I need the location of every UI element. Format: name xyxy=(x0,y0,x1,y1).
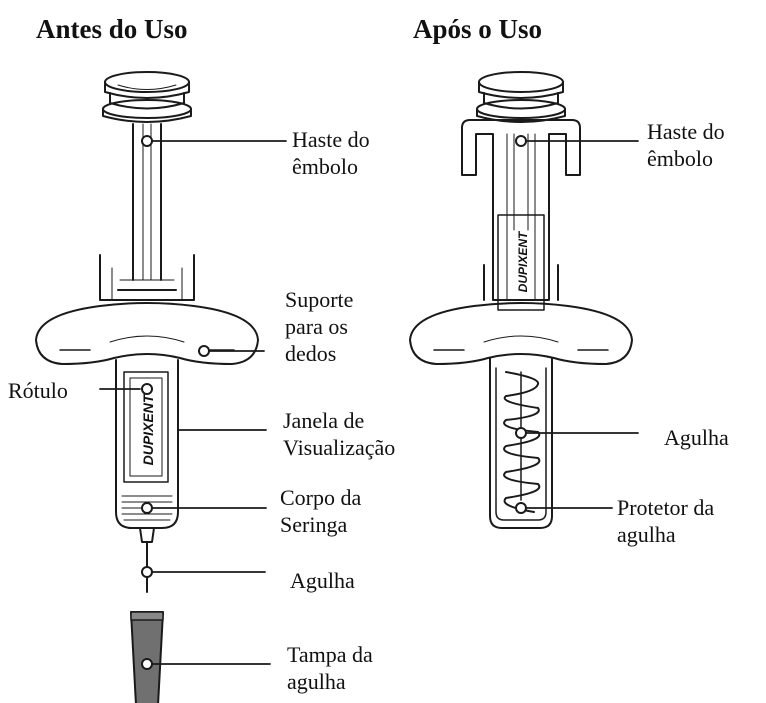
after-syringe xyxy=(409,71,633,529)
dot-before-cap xyxy=(141,658,153,670)
leader-dots xyxy=(141,135,527,670)
label-line: agulha xyxy=(287,669,346,694)
label-line: Haste do xyxy=(647,119,725,144)
label-line: Seringa xyxy=(280,512,348,537)
label-after-needle: Agulha xyxy=(664,424,729,451)
dot-after-plunger xyxy=(515,135,527,147)
before-plunger-head xyxy=(102,71,192,123)
label-before-label: Rótulo xyxy=(8,377,68,404)
before-finger-grip xyxy=(35,302,259,365)
dot-before-plunger xyxy=(141,135,153,147)
after-needle-shield xyxy=(489,357,553,529)
label-after-plunger-rod: Haste do êmbolo xyxy=(647,118,725,172)
before-use-title: Antes do Uso xyxy=(36,14,188,44)
label-after-needle-shield: Protetor da agulha xyxy=(617,494,714,548)
before-needle xyxy=(139,527,155,593)
label-line: para os xyxy=(285,314,348,339)
before-plunger-rod xyxy=(132,123,162,281)
label-line: agulha xyxy=(617,522,676,547)
before-flange-housing xyxy=(99,254,195,301)
after-housing-arms xyxy=(461,119,581,301)
after-finger-grip xyxy=(409,302,633,365)
label-line: Rótulo xyxy=(8,378,68,403)
label-line: Corpo da xyxy=(280,485,362,510)
label-line: êmbolo xyxy=(292,154,358,179)
label-before-syringe-body: Corpo da Seringa xyxy=(280,484,361,538)
label-line: Janela de xyxy=(283,408,365,433)
dot-before-body xyxy=(141,502,153,514)
label-line: dedos xyxy=(285,341,337,366)
dot-before-grip xyxy=(198,345,210,357)
dot-after-needle xyxy=(515,427,527,439)
dot-before-needle xyxy=(141,566,153,578)
after-spring xyxy=(503,371,541,513)
after-use-title: Após o Uso xyxy=(413,14,543,44)
before-syringe xyxy=(35,71,259,703)
leader-lines xyxy=(99,140,639,665)
after-plunger-head xyxy=(476,71,566,123)
label-before-finger-grip: Suporte para os dedos xyxy=(285,286,353,367)
dot-before-label xyxy=(141,383,153,395)
label-line: Protetor da xyxy=(617,495,715,520)
after-label-panel xyxy=(483,214,559,311)
label-before-viewing-window: Janela de Visualização xyxy=(283,407,395,461)
before-needle-cap xyxy=(130,611,164,703)
label-line: Agulha xyxy=(290,568,355,593)
label-line: êmbolo xyxy=(647,146,713,171)
label-before-needle-cap: Tampa da agulha xyxy=(287,641,373,695)
dot-after-shield xyxy=(515,502,527,514)
label-line: Agulha xyxy=(664,425,729,450)
label-before-needle: Agulha xyxy=(290,567,355,594)
label-line: Visualização xyxy=(283,435,396,460)
before-brand-text: DUPIXENT xyxy=(140,393,156,465)
label-before-plunger-rod: Haste do êmbolo xyxy=(292,126,370,180)
label-line: Haste do xyxy=(292,127,370,152)
label-line: Tampa da xyxy=(287,642,373,667)
after-brand-text: DUPIXENT xyxy=(516,230,530,292)
label-line: Suporte xyxy=(285,287,354,312)
